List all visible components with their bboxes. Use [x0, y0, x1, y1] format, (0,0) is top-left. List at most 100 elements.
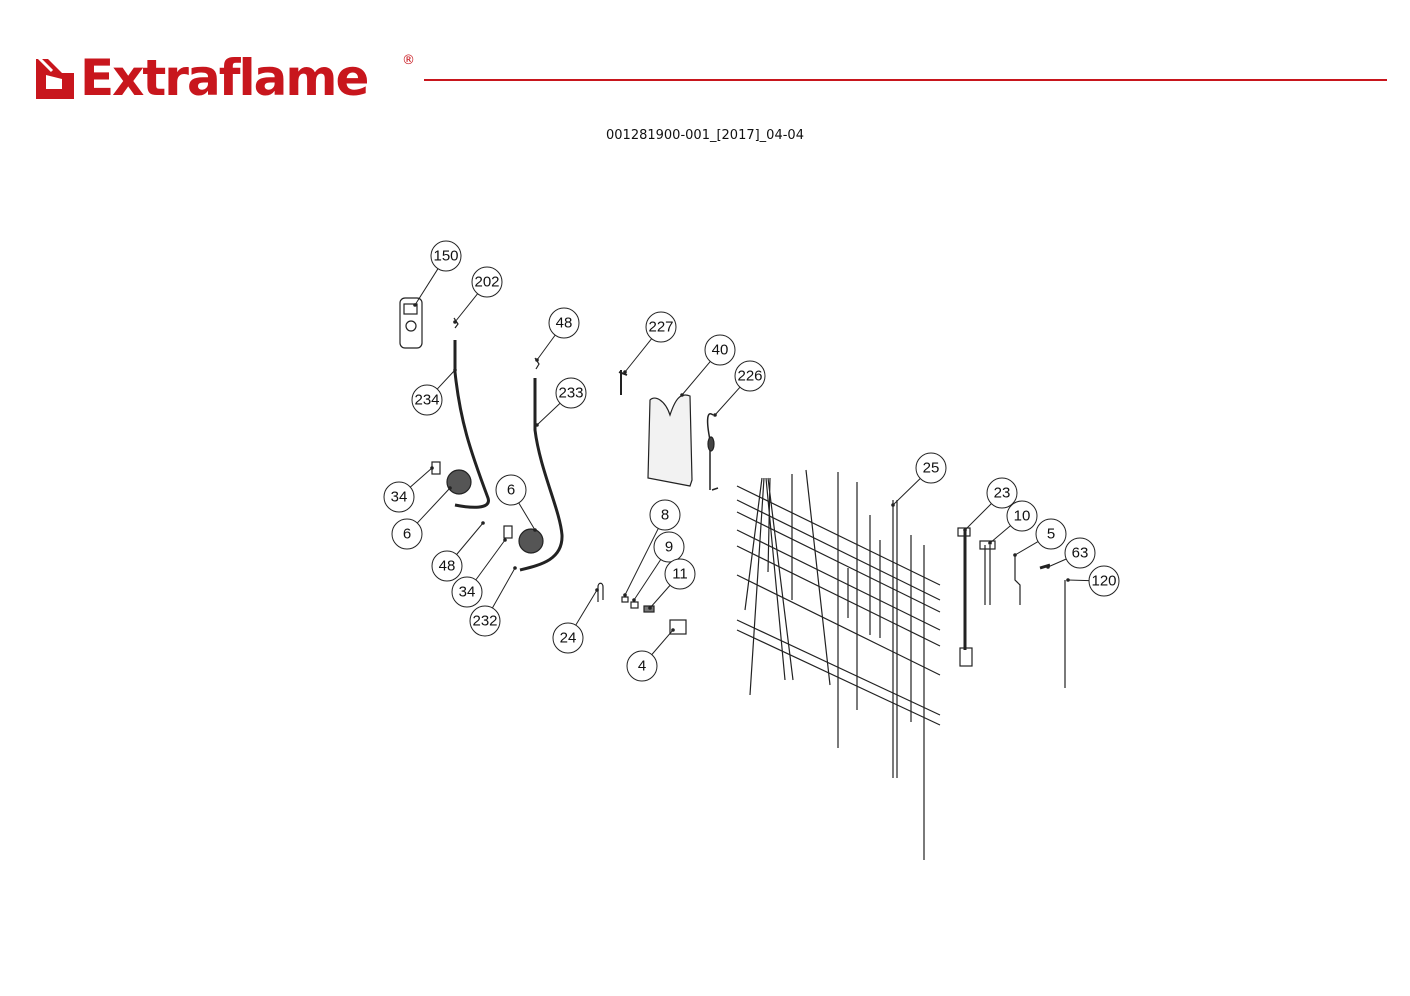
callout-circle — [645, 311, 677, 343]
callout-23: 23 — [963, 477, 1018, 532]
callout-label: 11 — [672, 566, 688, 583]
callout-label: 10 — [1014, 508, 1031, 525]
callout-232: 232 — [469, 566, 517, 637]
callout-circle — [986, 477, 1018, 509]
callout-63: 63 — [1046, 537, 1096, 569]
callout-label: 4 — [638, 658, 646, 675]
parts-drawing — [399, 297, 1066, 860]
callout-circle — [471, 266, 503, 298]
callout-label: 234 — [414, 392, 439, 409]
part-23-base — [959, 647, 973, 667]
leader-arrowhead — [481, 521, 485, 525]
leader-arrowhead — [503, 538, 507, 542]
leader-line — [536, 402, 561, 426]
leader-line — [436, 369, 456, 390]
leader-line — [414, 268, 439, 306]
leader-arrowhead — [623, 370, 627, 374]
leader-line — [651, 629, 674, 655]
part-display-panel — [399, 297, 423, 349]
callout-label: 40 — [712, 342, 729, 359]
leader-line — [714, 386, 741, 416]
callout-11: 11 — [648, 558, 696, 610]
callout-label: 23 — [994, 485, 1011, 502]
callout-label: 48 — [439, 558, 456, 575]
part-226-body — [707, 436, 715, 452]
leader-arrowhead — [430, 466, 434, 470]
document-code: 001281900-001_[2017]_04-04 — [606, 128, 804, 143]
callout-circle — [1006, 500, 1038, 532]
registered-mark: ® — [402, 53, 415, 68]
callout-circle — [469, 605, 501, 637]
leader-arrowhead — [891, 503, 895, 507]
callout-label: 34 — [391, 489, 408, 506]
callout-circle — [552, 622, 584, 654]
part-display-screen — [403, 303, 418, 315]
part-40-panel — [647, 394, 693, 487]
leader-line — [416, 487, 451, 524]
leader-arrowhead — [453, 320, 457, 324]
leader-arrowhead — [453, 368, 457, 372]
part-8 — [621, 596, 629, 603]
callout-226: 226 — [713, 360, 766, 417]
callout-circle — [664, 558, 696, 590]
part-233-cable — [519, 378, 564, 572]
callout-227: 227 — [623, 311, 677, 374]
callout-circle — [704, 334, 736, 366]
leader-arrowhead — [623, 593, 627, 597]
callout-circle — [915, 452, 947, 484]
leader-line — [649, 584, 671, 609]
leader-arrowhead — [963, 528, 967, 532]
header-rule — [424, 79, 1387, 81]
leader-arrowhead — [413, 303, 417, 307]
callout-circle — [1064, 537, 1096, 569]
part-9 — [630, 601, 639, 609]
callout-label: 25 — [923, 460, 940, 477]
part-202 — [453, 317, 459, 329]
leader-arrowhead — [1066, 578, 1070, 582]
callout-label: 34 — [459, 584, 476, 601]
leader-arrowhead — [680, 393, 684, 397]
callout-8: 8 — [623, 499, 681, 597]
callout-label: 8 — [661, 507, 669, 524]
part-23-head — [957, 527, 971, 537]
callout-label: 232 — [472, 613, 497, 630]
callout-40: 40 — [680, 334, 736, 397]
callout-label: 6 — [507, 482, 515, 499]
callout-234: 234 — [411, 368, 457, 416]
callout-48: 48 — [535, 307, 580, 362]
callout-circle — [411, 384, 443, 416]
leader-arrowhead — [1046, 565, 1050, 569]
callout-label: 24 — [560, 630, 577, 647]
part-234-cable — [453, 340, 490, 509]
leader-arrowhead — [535, 358, 539, 362]
extraflame-logo-icon — [36, 55, 74, 99]
callout-circle — [555, 377, 587, 409]
callout-label: 202 — [474, 274, 499, 291]
brand-name: Extraflame — [80, 49, 369, 107]
callout-label: 5 — [1047, 526, 1055, 543]
callout-34: 34 — [383, 466, 434, 513]
leader-arrowhead — [595, 588, 599, 592]
callout-label: 48 — [556, 315, 573, 332]
callout-4: 4 — [626, 628, 675, 682]
callout-circle — [431, 550, 463, 582]
part-10-head — [979, 540, 996, 550]
leader-arrowhead — [713, 413, 717, 417]
leader-arrowhead — [648, 606, 652, 610]
leader-line — [575, 589, 598, 626]
callout-circle — [383, 481, 415, 513]
leader-line — [1014, 541, 1039, 556]
callout-circle — [391, 518, 423, 550]
leader-line — [536, 334, 556, 361]
callout-6: 6 — [495, 474, 537, 532]
leader-line — [518, 502, 536, 531]
callout-circle — [734, 360, 766, 392]
callout-25: 25 — [891, 452, 947, 507]
callout-202: 202 — [453, 266, 503, 324]
leader-line — [964, 503, 992, 531]
leader-line — [409, 467, 433, 488]
leader-line — [624, 338, 653, 373]
callout-circle — [495, 474, 527, 506]
leader-line — [491, 567, 516, 609]
